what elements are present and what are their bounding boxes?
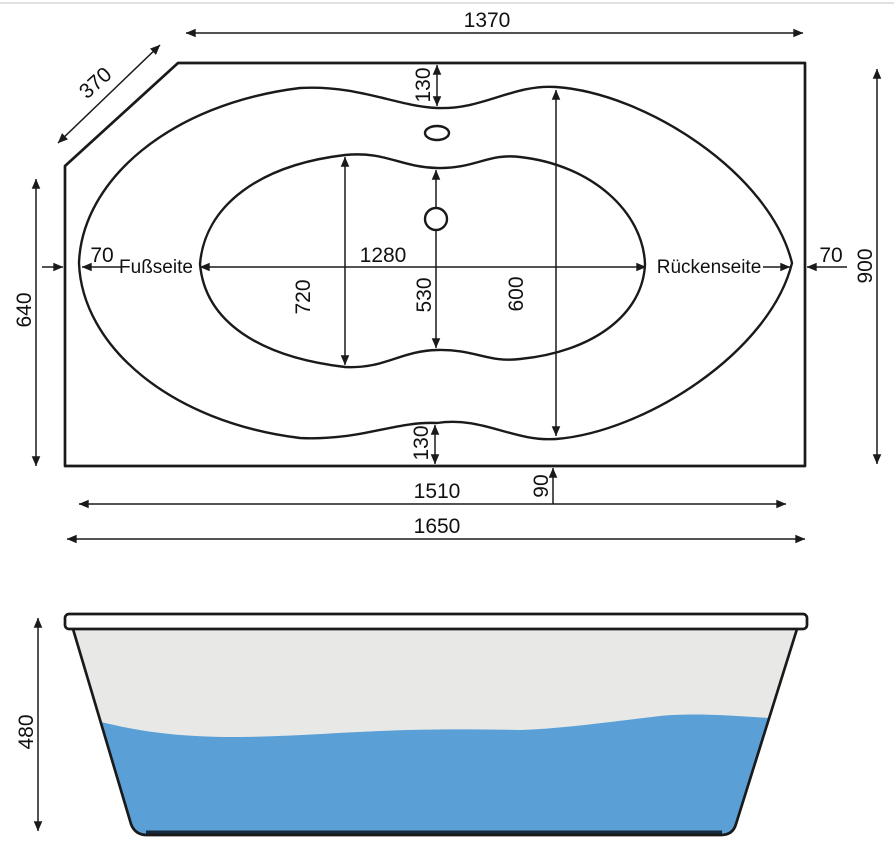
foot-side-label: Fußseite — [119, 257, 193, 278]
dim-label-basin-left: 720 — [292, 279, 315, 314]
side-view: 480 — [15, 612, 809, 837]
basin-outer-contour — [77, 85, 794, 441]
dim-label-overall-length: 1650 — [414, 515, 461, 538]
dim-label-left-gap: 70 — [90, 244, 113, 267]
dim-label-basin-length: 1510 — [414, 480, 461, 503]
tub-rim-side — [63, 612, 809, 631]
dim-label-basin-right: 600 — [505, 276, 528, 311]
drain-hole — [423, 206, 449, 232]
dim-label-top-edge: 1370 — [464, 9, 511, 32]
dim-label-corner: 370 — [75, 63, 116, 104]
back-side-label: Rückenseite — [657, 257, 762, 278]
dim-label-tub-height: 480 — [15, 714, 38, 749]
dim-label-left-height: 640 — [13, 292, 36, 327]
dim-label-right-gap: 70 — [819, 244, 842, 267]
overflow-hole — [423, 124, 451, 142]
dim-label-right-height: 900 — [854, 248, 877, 283]
top-view: 1370 370 900 640 70 Fußseite 1280 Rücken… — [13, 9, 882, 544]
dim-label-top-gap: 130 — [412, 67, 435, 102]
dim-line-corner — [57, 44, 161, 144]
dim-label-basin-center: 530 — [413, 277, 436, 312]
water — [101, 714, 769, 835]
basin-inner-contour — [198, 153, 647, 369]
dim-label-inner-length: 1280 — [360, 244, 407, 267]
tub-rim-outline — [63, 61, 807, 468]
dim-label-bottom-offset: 90 — [530, 474, 553, 497]
dim-label-bottom-gap: 130 — [410, 425, 433, 460]
tub-body-outline — [71, 628, 799, 837]
